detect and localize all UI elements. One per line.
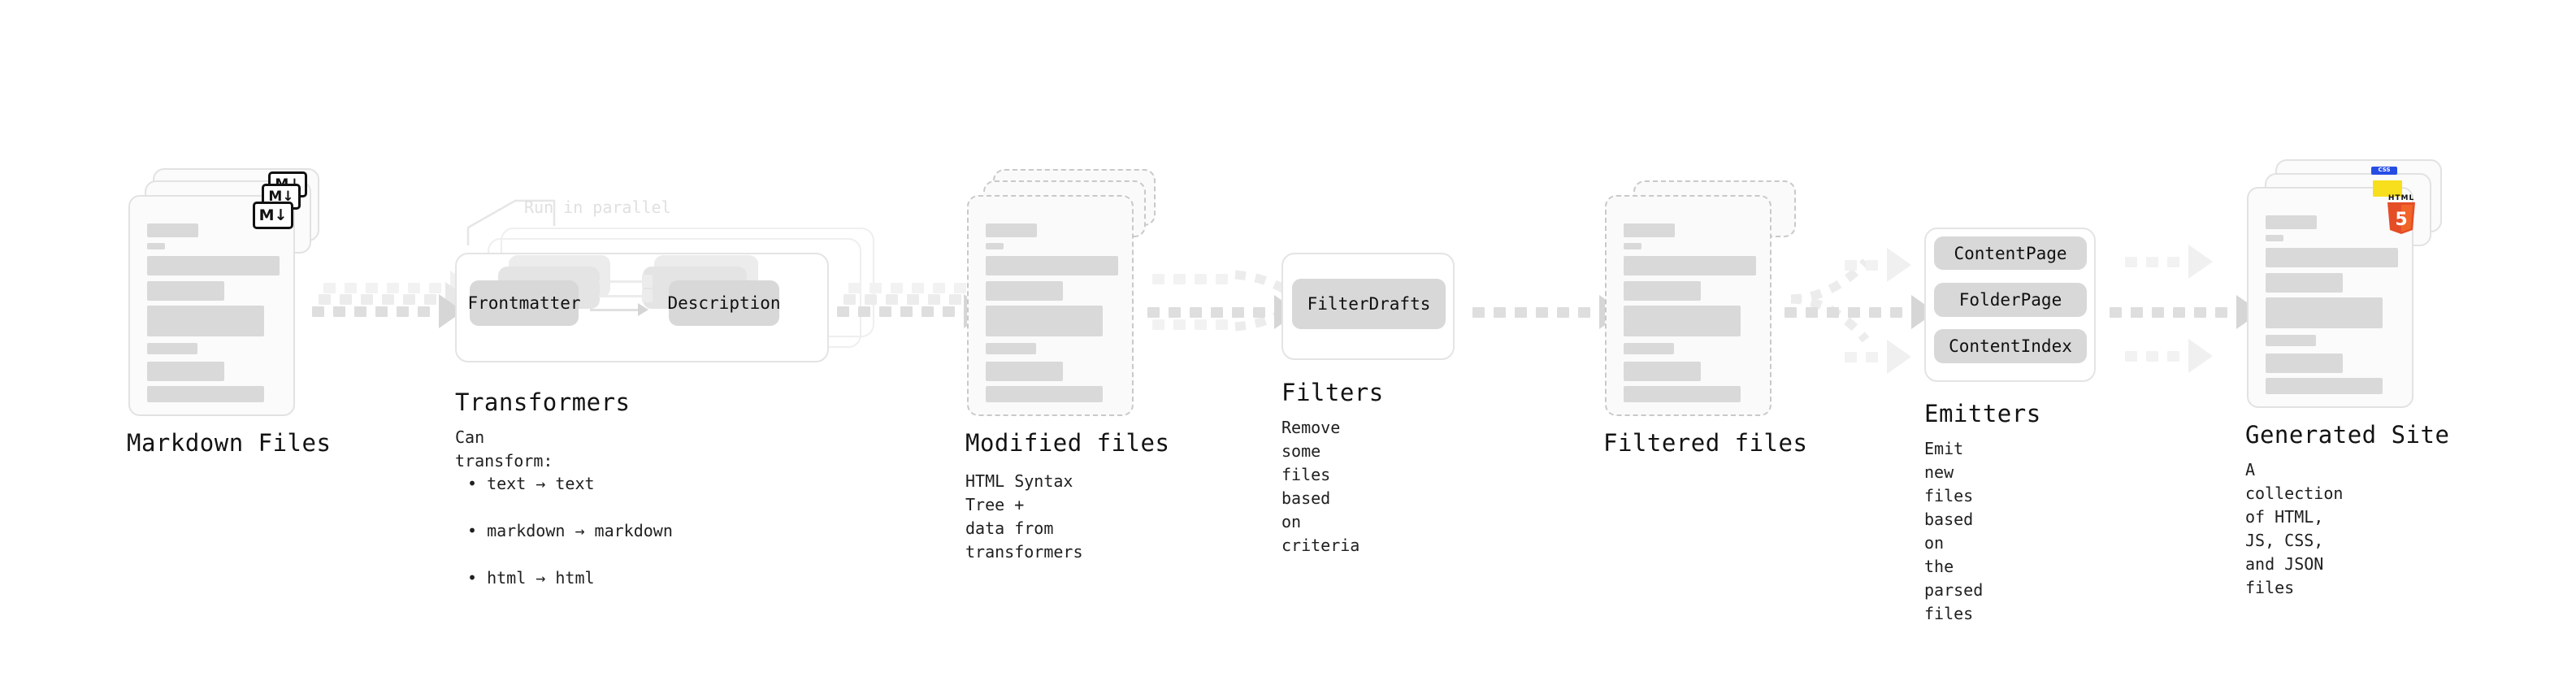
inner-arrow-line-1 <box>590 309 639 311</box>
arrow-markdown-to-transformers-1 <box>312 294 463 328</box>
inner-arrow-head-1 <box>638 303 648 316</box>
stage-caption-filters: Remove some files based on criteria <box>1281 418 1360 555</box>
doc-bar <box>2266 215 2317 229</box>
doc-bar <box>1624 223 1675 237</box>
stage-caption-transformers: Can transform: <box>455 427 553 471</box>
filter-chip-filterdrafts-label: FilterDrafts <box>1307 294 1431 314</box>
arrow-filtered-to-emitters-main <box>1785 295 1936 329</box>
stage-title-markdown-files: Markdown Files <box>127 429 332 457</box>
doc-bar <box>1624 362 1701 381</box>
stage-title-transformers: Transformers <box>455 388 631 416</box>
transformers-bullet-item: • text → text <box>467 474 595 493</box>
doc-bar <box>1624 243 1641 249</box>
doc-bar <box>1624 306 1741 336</box>
doc-bar <box>147 281 224 301</box>
inner-arrow-head-3 <box>642 275 653 288</box>
doc-bar <box>2266 248 2398 267</box>
doc-bar <box>147 343 197 354</box>
transformers-bullet-text: html → html <box>487 568 595 588</box>
doc-bar <box>986 343 1036 354</box>
css-icon-label: CSS <box>2378 167 2391 173</box>
markdown-icon-letter-mid: M <box>268 189 283 205</box>
arrow-filtered-to-emitters-top <box>1845 248 1911 282</box>
transformers-bullet-list: • text → text • markdown → markdown • ht… <box>467 449 673 614</box>
doc-bar <box>147 386 264 402</box>
modified-card-front <box>967 195 1134 416</box>
markdown-icon: M↓ <box>253 202 293 229</box>
stage-title-filters: Filters <box>1281 379 1384 406</box>
stage-title-filtered-files: Filtered files <box>1603 429 1808 457</box>
stage-caption-modified-files: HTML Syntax Tree + data from transformer… <box>965 471 1083 562</box>
emitter-chip-contentindex-label: ContentIndex <box>1949 336 2072 356</box>
doc-bar <box>986 223 1037 237</box>
arrow-modified-to-filters-bottom <box>1152 319 1237 330</box>
stage-title-generated-site: Generated Site <box>2245 421 2450 449</box>
doc-bar <box>986 362 1063 381</box>
filtered-card-front <box>1605 195 1772 416</box>
arrow-modified-to-filters-main <box>1147 295 1299 329</box>
transformers-bullet-text: markdown → markdown <box>487 521 673 540</box>
arrow-filters-to-filtered <box>1472 295 1624 329</box>
doc-bar <box>1624 256 1756 275</box>
site-card-front <box>2247 187 2413 408</box>
css-icon: CSS <box>2371 167 2397 175</box>
emitter-chip-folderpage-label: FolderPage <box>1958 290 2062 310</box>
emitter-chip-folderpage[interactable]: FolderPage <box>1934 283 2087 317</box>
html5-icon-word: HTML <box>2387 194 2415 202</box>
emitter-chip-contentindex[interactable]: ContentIndex <box>1934 329 2087 363</box>
run-in-parallel-bracket <box>466 199 556 245</box>
arrow-emitters-to-site-bottom <box>2125 339 2213 373</box>
doc-bar <box>2266 335 2316 346</box>
doc-bar <box>2266 273 2343 293</box>
transformer-chip-frontmatter[interactable]: Frontmatter <box>467 280 581 326</box>
doc-bar <box>986 256 1118 275</box>
html5-icon: HTML 5 <box>2385 194 2418 236</box>
transformers-bullet-item: • html → html <box>467 568 595 588</box>
emitter-chip-contentpage-label: ContentPage <box>1954 243 2067 263</box>
markdown-icon-arrow-mid: ↓ <box>282 189 294 205</box>
emitter-chip-contentpage[interactable]: ContentPage <box>1934 236 2087 270</box>
transformers-bullet-item: • markdown → markdown <box>467 521 673 540</box>
doc-bar <box>2266 354 2343 373</box>
arrow-emitters-to-site-top <box>2125 245 2213 279</box>
doc-bar <box>147 223 198 237</box>
run-in-parallel-label: Run in parallel <box>524 197 671 217</box>
doc-bar <box>1624 386 1741 402</box>
doc-bar <box>147 256 280 275</box>
stage-caption-emitters: Emit new files based on the parsed files <box>1924 439 1984 623</box>
arrow-transformers-to-modified-1 <box>837 294 988 328</box>
doc-bar <box>986 306 1103 336</box>
transformer-chip-frontmatter-label: Frontmatter <box>467 293 581 313</box>
doc-bar <box>2266 297 2383 328</box>
transformer-chip-description-label: Description <box>667 293 781 313</box>
markdown-icon-letter: M <box>258 206 275 224</box>
arrow-filtered-to-emitters-bottom <box>1845 340 1911 374</box>
doc-bar <box>147 362 224 381</box>
doc-bar <box>986 386 1103 402</box>
markdown-card-front <box>128 195 295 416</box>
javascript-icon <box>2373 180 2402 197</box>
doc-bar <box>1624 343 1674 354</box>
transformer-chip-description[interactable]: Description <box>667 280 781 326</box>
filter-chip-filterdrafts[interactable]: FilterDrafts <box>1292 279 1446 329</box>
svg-text:5: 5 <box>2395 210 2407 230</box>
doc-bar <box>986 243 1004 249</box>
doc-bar <box>147 306 264 336</box>
arrow-emitters-to-site-main <box>2110 295 2261 329</box>
markdown-icon-arrow: ↓ <box>274 206 288 224</box>
stage-caption-generated-site: A collection of HTML, JS, CSS, and JSON … <box>2245 460 2344 597</box>
transformers-bullet-text: text → text <box>487 474 595 493</box>
doc-bar <box>2266 378 2383 394</box>
doc-bar <box>147 243 165 249</box>
arrow-modified-to-filters-top <box>1152 274 1237 284</box>
doc-bar <box>986 281 1063 301</box>
doc-bar <box>1624 281 1701 301</box>
inner-arrow-head-2 <box>642 289 653 302</box>
doc-bar <box>2266 235 2283 241</box>
inner-arrow-line-2 <box>599 295 643 297</box>
inner-arrow-line-3 <box>599 280 643 283</box>
stage-title-modified-files: Modified files <box>965 429 1170 457</box>
stage-title-emitters: Emitters <box>1924 400 2041 427</box>
